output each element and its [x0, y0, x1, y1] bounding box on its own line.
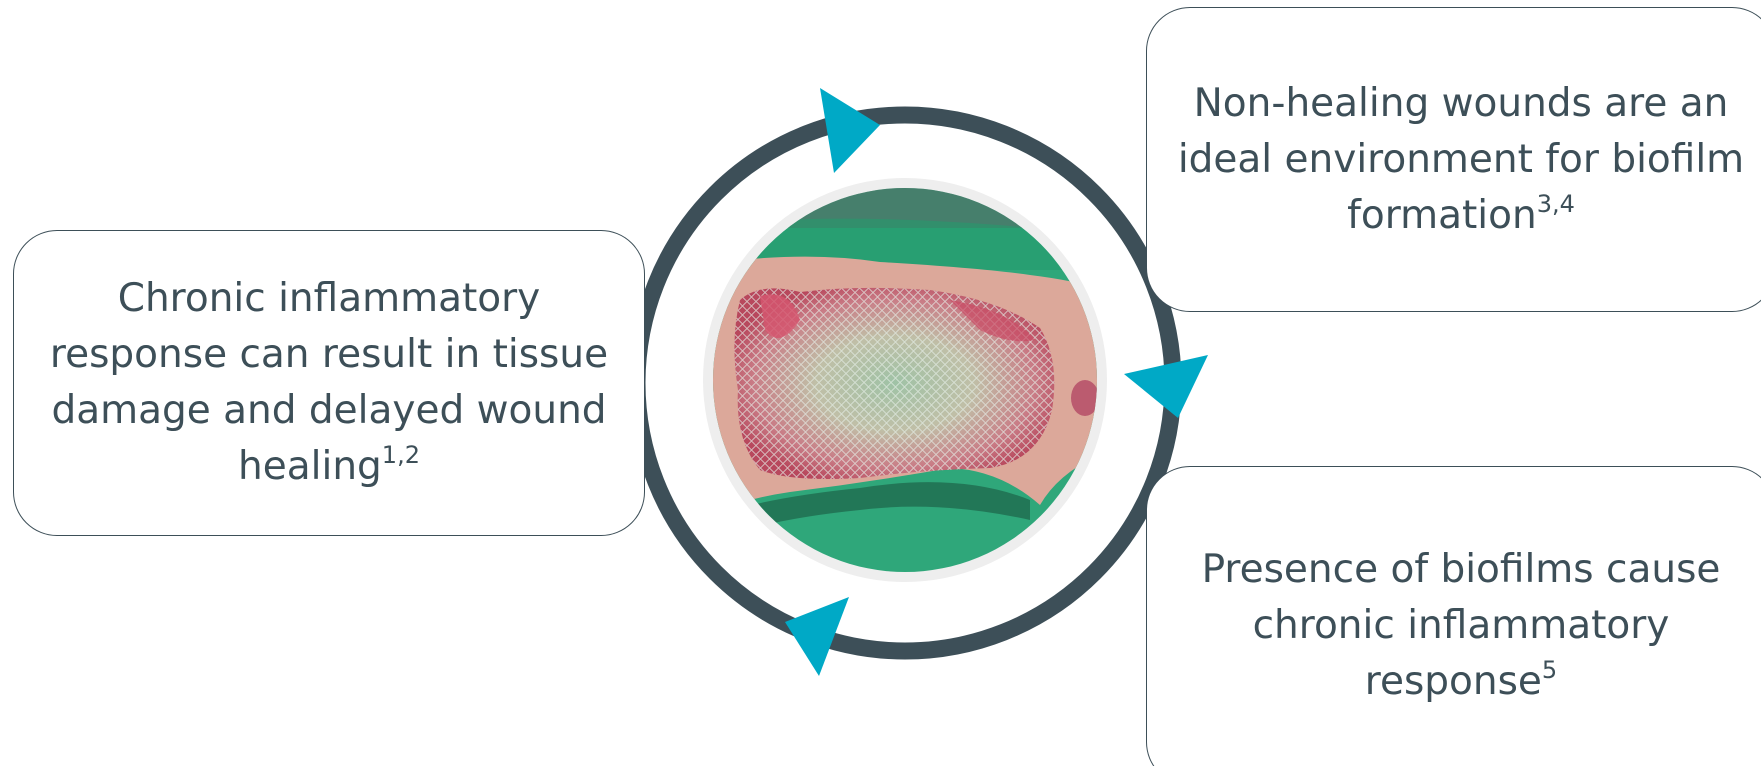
- left-statement-body: Chronic inflammatory response can result…: [50, 276, 608, 489]
- top-right-statement-text: Non-healing wounds are an ideal environm…: [1157, 76, 1761, 244]
- left-statement-reference: 1,2: [382, 441, 420, 469]
- left-statement-text: Chronic inflammatory response can result…: [28, 271, 630, 495]
- bottom-right-statement-body: Presence of biofilms cause chronic infla…: [1202, 547, 1721, 704]
- top-right-statement-reference: 3,4: [1537, 190, 1575, 218]
- cycle-arrow-top-icon: [820, 88, 880, 173]
- top-right-statement-box: Non-healing wounds are an ideal environm…: [1146, 7, 1761, 312]
- bottom-right-statement-reference: 5: [1542, 656, 1557, 684]
- top-right-statement-body: Non-healing wounds are an ideal environm…: [1178, 81, 1744, 238]
- wound-photo: [700, 178, 1120, 600]
- left-statement-box: Chronic inflammatory response can result…: [13, 230, 645, 536]
- bottom-right-statement-text: Presence of biofilms cause chronic infla…: [1157, 542, 1761, 710]
- bottom-right-statement-box: Presence of biofilms cause chronic infla…: [1146, 466, 1761, 766]
